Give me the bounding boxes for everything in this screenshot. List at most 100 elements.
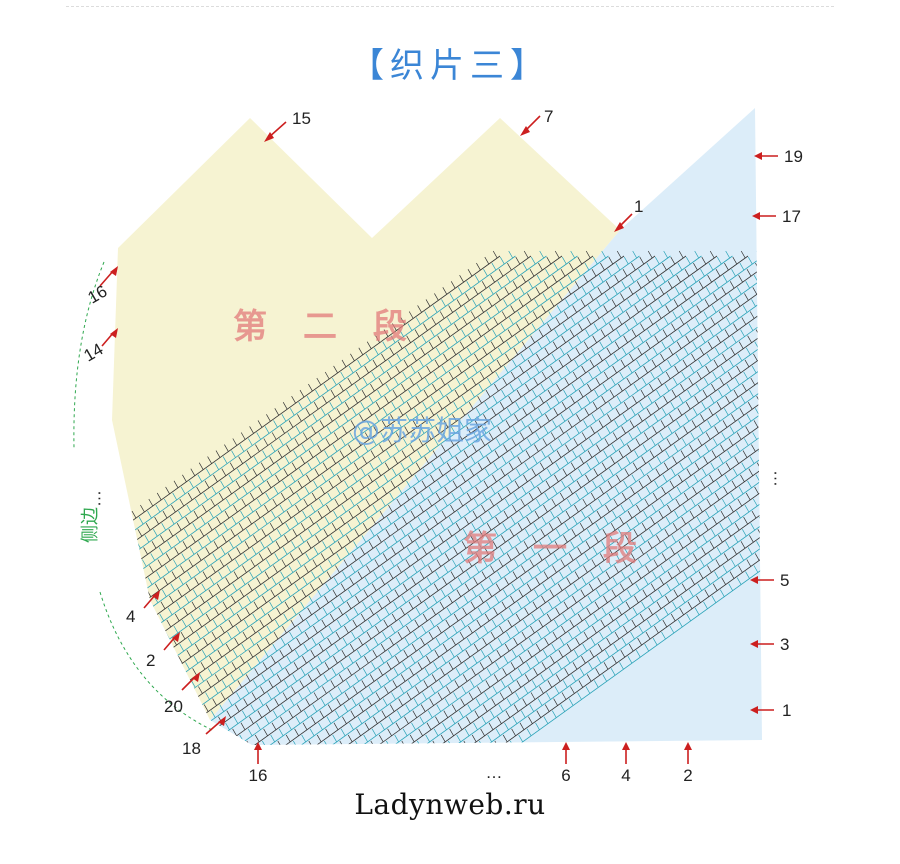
stitch-row-line — [497, 255, 762, 745]
stitch-row-ticks — [493, 250, 762, 745]
stitch-row-line — [112, 255, 516, 745]
stitch-row-ticks — [415, 250, 762, 745]
svg-text:16: 16 — [85, 282, 111, 308]
marker-top-7: 7 — [520, 107, 553, 136]
marker-left-ellipsis: … — [95, 490, 114, 507]
stitch-row-ticks — [245, 250, 762, 745]
marker-top-15: 15 — [264, 109, 311, 142]
stitch-row-line — [404, 255, 762, 745]
stitch-row-ticks — [214, 250, 762, 745]
stitch-row-line — [156, 255, 762, 745]
stitch-row-ticks — [183, 250, 762, 745]
stitch-row-ticks — [112, 250, 653, 745]
stitch-row-line — [388, 255, 762, 745]
stitch-row-line — [112, 255, 762, 745]
stitch-row-ticks — [198, 250, 762, 745]
stitch-row-line — [419, 255, 762, 745]
stitch-row-line — [112, 255, 501, 745]
svg-text:6: 6 — [561, 766, 570, 785]
stitch-row-ticks — [400, 250, 762, 745]
stitch-row-line — [187, 255, 762, 745]
stitch-row-line — [171, 255, 762, 745]
svg-text:16: 16 — [249, 766, 268, 785]
svg-text:1: 1 — [634, 197, 643, 216]
svg-text:20: 20 — [164, 697, 183, 716]
marker-left-16: 16 — [85, 266, 118, 308]
stitch-row-line — [280, 255, 762, 745]
stitch-row-ticks — [167, 250, 762, 745]
stitch-row-ticks — [353, 250, 762, 745]
stitch-row-line — [112, 255, 671, 745]
stitch-row-ticks — [276, 250, 762, 745]
marker-left-14: 14 — [81, 328, 118, 365]
stitch-row-line — [112, 255, 625, 745]
marker-left-2: 2 — [146, 632, 180, 670]
stitch-row-line — [125, 255, 762, 745]
page-title: 【织片三】 — [350, 46, 550, 86]
marker-left-18: 18 — [182, 716, 226, 758]
stitch-row-ticks — [152, 250, 762, 745]
marker-left-4: 4 — [126, 590, 160, 626]
svg-text:4: 4 — [126, 607, 135, 626]
segment-one-label: 第 一 段 — [463, 529, 649, 569]
stitch-row-line — [249, 255, 762, 745]
svg-text:17: 17 — [782, 207, 801, 226]
stitch-row-ticks — [369, 250, 762, 745]
marker-right-ellipsis: … — [771, 470, 790, 487]
stitch-row-line — [466, 255, 762, 745]
stitch-row-line — [450, 255, 762, 745]
stitch-row-line — [218, 255, 762, 745]
svg-text:7: 7 — [544, 107, 553, 126]
stitch-row-ticks — [112, 250, 498, 745]
marker-bottom-2: 2 — [683, 742, 693, 785]
stitch-row-ticks — [112, 250, 576, 745]
marker-bottom-16: 16 — [249, 742, 268, 785]
stitch-row-ticks — [260, 250, 762, 745]
marker-right-17: 17 — [752, 207, 801, 226]
stitch-row-line — [435, 255, 762, 745]
stitch-row-line — [112, 255, 640, 745]
marker-right-3: 3 — [750, 635, 789, 654]
marker-right-5: 5 — [750, 571, 789, 590]
svg-text:3: 3 — [780, 635, 789, 654]
top-divider — [66, 6, 834, 7]
stitch-row-line — [481, 255, 762, 745]
watermark: @苏苏姐家 — [352, 414, 492, 447]
stitch-row-ticks — [307, 250, 762, 745]
stitch-row-line — [112, 255, 532, 745]
stitch-row-ticks — [431, 250, 762, 745]
stitch-row-ticks — [112, 250, 545, 745]
stitch-row-line — [112, 255, 594, 745]
marker-bottom-4: 4 — [621, 742, 631, 785]
stitch-row-line — [112, 255, 578, 745]
stitch-row-ticks — [112, 250, 638, 745]
stitch-row-line — [264, 255, 762, 745]
stitch-row-line — [112, 255, 656, 745]
stitch-row-line — [233, 255, 762, 745]
svg-text:15: 15 — [292, 109, 311, 128]
stitch-row-ticks — [322, 250, 762, 745]
stitch-row-line — [326, 255, 762, 745]
stitch-row-ticks — [291, 250, 762, 745]
svg-text:4: 4 — [621, 766, 630, 785]
marker-left-20: 20 — [164, 672, 200, 716]
stitch-row-line — [112, 255, 687, 745]
stitch-row-line — [112, 255, 547, 745]
stitch-row-line — [295, 255, 762, 745]
stitch-row-line — [373, 255, 762, 745]
stitch-row-line — [202, 255, 762, 745]
stitch-row-ticks — [338, 250, 762, 745]
stitch-row-ticks — [112, 250, 622, 745]
stitch-row-line — [112, 255, 609, 745]
svg-text:2: 2 — [146, 651, 155, 670]
svg-text:19: 19 — [784, 147, 803, 166]
stitch-row-ticks — [462, 250, 762, 745]
side-arc-upper — [73, 261, 105, 449]
marker-bottom-6: 6 — [561, 742, 571, 785]
stitch-row-line — [357, 255, 762, 745]
svg-text:18: 18 — [182, 739, 201, 758]
stitch-row-ticks — [112, 250, 560, 745]
marker-right-19: 19 — [754, 147, 803, 166]
svg-text:2: 2 — [683, 766, 692, 785]
marker-top-1: 1 — [614, 197, 643, 232]
